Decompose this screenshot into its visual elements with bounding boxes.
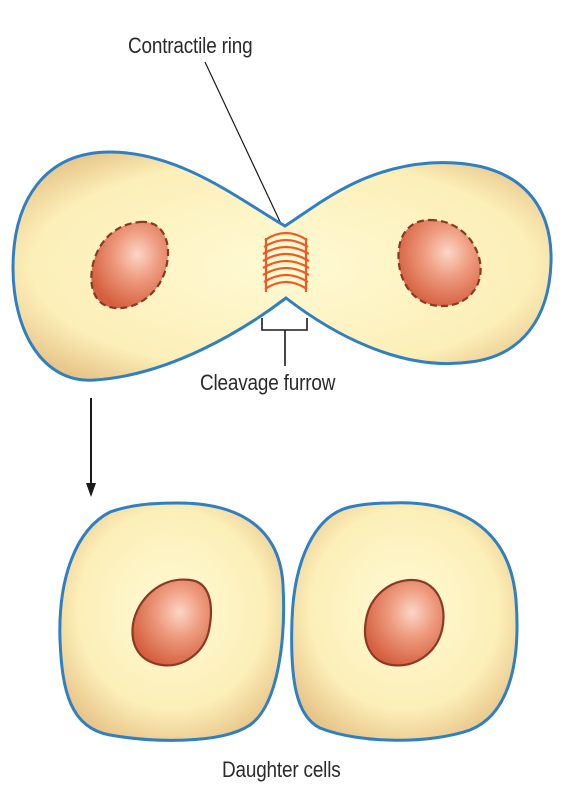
daughter-nucleus-right (364, 578, 445, 667)
down-arrow-icon (86, 398, 96, 497)
daughter-nucleus-left (131, 578, 213, 667)
daughter-cell-right (290, 501, 519, 742)
right-nucleus (397, 218, 482, 308)
contractile-ring (262, 231, 310, 292)
daughter-cell-left (58, 501, 286, 742)
cleavage-furrow-label: Cleavage furrow (200, 370, 336, 395)
dividing-cell-membrane (11, 150, 553, 382)
cleavage-furrow-bracket (261, 318, 308, 366)
daughter-cells-label: Daughter cells (222, 757, 341, 782)
contractile-ring-leader-line (204, 61, 284, 229)
dividing-cell (11, 150, 553, 382)
left-nucleus (90, 220, 170, 310)
contractile-ring-label: Contractile ring (128, 33, 253, 58)
